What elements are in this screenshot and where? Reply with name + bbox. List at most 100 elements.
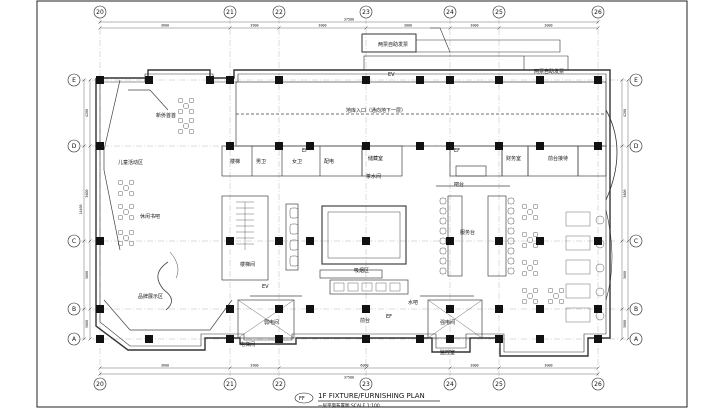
room-label: 楼梯 (230, 158, 240, 165)
structural-column (446, 76, 454, 84)
room-label: 儿童活动区 (118, 159, 143, 166)
structural-column (362, 142, 370, 150)
grid-label: 24 (446, 381, 454, 388)
grid-bubble (629, 302, 643, 316)
structural-column (362, 305, 370, 313)
dimension-label: 3000 (544, 364, 552, 368)
dimension-label: 3000 (623, 320, 627, 328)
grid-label: E (634, 77, 638, 84)
small-tag: EV (262, 284, 269, 290)
dimension-label: 3900 (250, 364, 258, 368)
room-label: 品牌展示区 (138, 293, 163, 300)
structural-column (594, 305, 602, 313)
dimension-label: 3600 (623, 189, 627, 197)
structural-column (495, 335, 503, 343)
grid-label: B (72, 306, 76, 313)
grid-bubble (93, 5, 107, 19)
small-tag: EV (388, 72, 395, 78)
grid-bubble (492, 377, 506, 391)
dimension-label: 3000 (470, 24, 478, 28)
dimension-label: 4200 (623, 109, 627, 117)
structural-column (594, 335, 602, 343)
room-label: 新侨首首 (156, 112, 176, 119)
dimension-label: 3000 (318, 24, 326, 28)
room-label: 前台接待 (548, 155, 568, 162)
structural-column (306, 237, 314, 245)
structural-column (495, 76, 503, 84)
structural-column (594, 142, 602, 150)
building-walls (95, 27, 618, 357)
small-tag: EF (454, 148, 460, 154)
room-label: 电梯间 (240, 341, 255, 348)
grid-bubble (93, 377, 107, 391)
dimension-label: 3600 (623, 271, 627, 279)
grid-bubble (67, 302, 81, 316)
structural-column (226, 142, 234, 150)
room-label: 吧台 (454, 181, 464, 188)
room-label: 男卫 (256, 159, 266, 165)
view-tag: FF (299, 396, 305, 402)
grid-label: B (634, 306, 638, 313)
structural-column (446, 142, 454, 150)
dimension-label: 3000 (544, 24, 552, 28)
grid-label: 21 (226, 381, 234, 388)
grid-label: C (72, 238, 76, 245)
grid-bubble (359, 5, 373, 19)
structural-column (226, 237, 234, 245)
grid-label: D (72, 143, 77, 150)
interior-walls (103, 79, 607, 339)
structural-column (536, 237, 544, 245)
grid-label: 26 (594, 381, 602, 388)
grid-label: 20 (96, 9, 104, 16)
structural-column (226, 76, 234, 84)
dimension-label: 3600 (85, 189, 89, 197)
room-label: 地库入口（通向地下一层） (346, 107, 406, 114)
room-label: 两票自助发票 (378, 41, 408, 48)
grid-bubble (272, 377, 286, 391)
grid-bubble (591, 5, 605, 19)
grid-bubble (67, 73, 81, 87)
structural-column (536, 76, 544, 84)
grid-bubble (591, 377, 605, 391)
grid-bubble (67, 332, 81, 346)
structural-column (536, 305, 544, 313)
structural-column (536, 335, 544, 343)
grid-bubble (629, 234, 643, 248)
view-tag-circle (294, 392, 314, 404)
structural-column (306, 142, 314, 150)
grid-bubble (629, 139, 643, 153)
room-label: 茶水间 (366, 173, 381, 180)
room-label: 储藏室 (368, 155, 383, 162)
structural-column (96, 76, 104, 84)
furniture-layout (118, 98, 605, 321)
room-label: 吸烟区 (354, 267, 369, 274)
grid-label: 22 (275, 381, 283, 388)
small-tag: EF (386, 314, 392, 320)
grid-label: 24 (446, 9, 454, 16)
room-label: 服务台 (460, 229, 475, 236)
structural-column (594, 237, 602, 245)
grid-bubble (443, 377, 457, 391)
structural-column (206, 76, 214, 84)
grid-bubble (272, 5, 286, 19)
structural-column (96, 335, 104, 343)
structural-column (495, 305, 503, 313)
structural-column (226, 305, 234, 313)
structural-column (446, 305, 454, 313)
structural-column (306, 305, 314, 313)
structural-column (362, 335, 370, 343)
grid-bubble (629, 73, 643, 87)
dimension-label: 6000 (360, 364, 368, 368)
structural-column (362, 237, 370, 245)
grid-label: 25 (495, 381, 503, 388)
structural-column (96, 142, 104, 150)
structural-column (275, 142, 283, 150)
room-label: 强电间 (440, 319, 455, 326)
structural-column (96, 305, 104, 313)
grid-bubble (359, 377, 373, 391)
grid-label: A (634, 336, 639, 343)
structural-column (536, 142, 544, 150)
room-label: 弱电间 (264, 319, 279, 326)
